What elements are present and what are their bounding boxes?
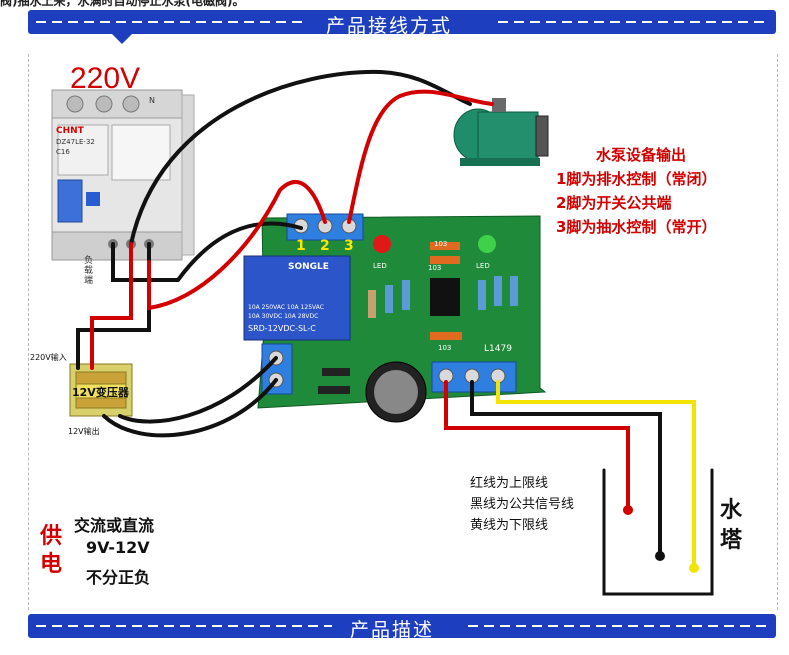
transformer [69,363,133,417]
resistor-label-2: 103 [428,264,442,272]
power-side-label-2: 电 [40,552,63,577]
voltage-label: 220V [70,62,141,95]
resistor-label-3: 103 [438,344,452,352]
tower-label-1: 水 [720,498,743,523]
terminal-number-1: 1 [296,238,306,254]
header-band-title: 产品接线方式 [326,15,453,37]
wire-legend-black: 黑线为公共信号线 [470,497,575,512]
power-line-2: 9V-12V [86,538,150,557]
wire-legend-yellow: 黄线为下限线 [470,518,549,533]
wire-legend-red: 红线为上限线 [470,476,549,491]
tower-label-2: 塔 [720,528,743,553]
band-notch [112,34,132,44]
power-line-3: 不分正负 [86,568,151,587]
pump-output-line-3: 3脚为抽水控制（常开） [556,218,717,236]
breaker-brand: CHNT [56,126,84,136]
transformer-output-label: 12V输出 [68,427,100,436]
pump-output-line-1: 1脚为排水控制（常闭） [556,170,717,188]
led-label-left: LED [373,262,387,270]
pump-output-line-2: 2脚为开关公共端 [556,194,672,212]
header-band: 产品接线方式 [28,10,776,44]
chip-label: L1479 [484,344,512,354]
transformer-input-label: 220V输入 [30,353,67,362]
power-line-1: 交流或直流 [74,516,155,535]
terminal-number-3: 3 [344,238,354,254]
relay-spec-line-1: 10A 250VAC 10A 125VAC [248,304,324,311]
relay-brand: SONGLE [288,262,329,272]
footer-band-title: 产品描述 [350,619,435,641]
relay-model: SRD-12VDC-SL-C [248,324,316,333]
wires [76,69,714,596]
content-frame [28,54,778,610]
terminal-number-2: 2 [320,238,330,254]
relay-spec-line-2: 10A 30VDC 10A 28VDC [248,313,319,320]
pump-output-title: 水泵设备输出 [596,146,687,164]
breaker-model: DZ47LE-32 [56,138,95,146]
resistor-label-1: 103 [434,240,448,248]
footer-band: 产品描述 [28,614,776,641]
led-label-right: LED [476,262,490,270]
water-pump [453,98,549,166]
top-partial-text: 阀)抽水上来，水满时自动停止水泵(电磁阀)。 [0,0,245,8]
power-side-label-1: 供 [40,524,63,549]
transformer-label: 12V变压器 [72,386,129,399]
pcb-board [243,213,547,423]
breaker-rating: C16 [56,148,70,156]
breaker-terminal-n: N [149,96,155,105]
breaker-load-label: 负载端 [84,256,94,286]
breaker [51,89,195,261]
